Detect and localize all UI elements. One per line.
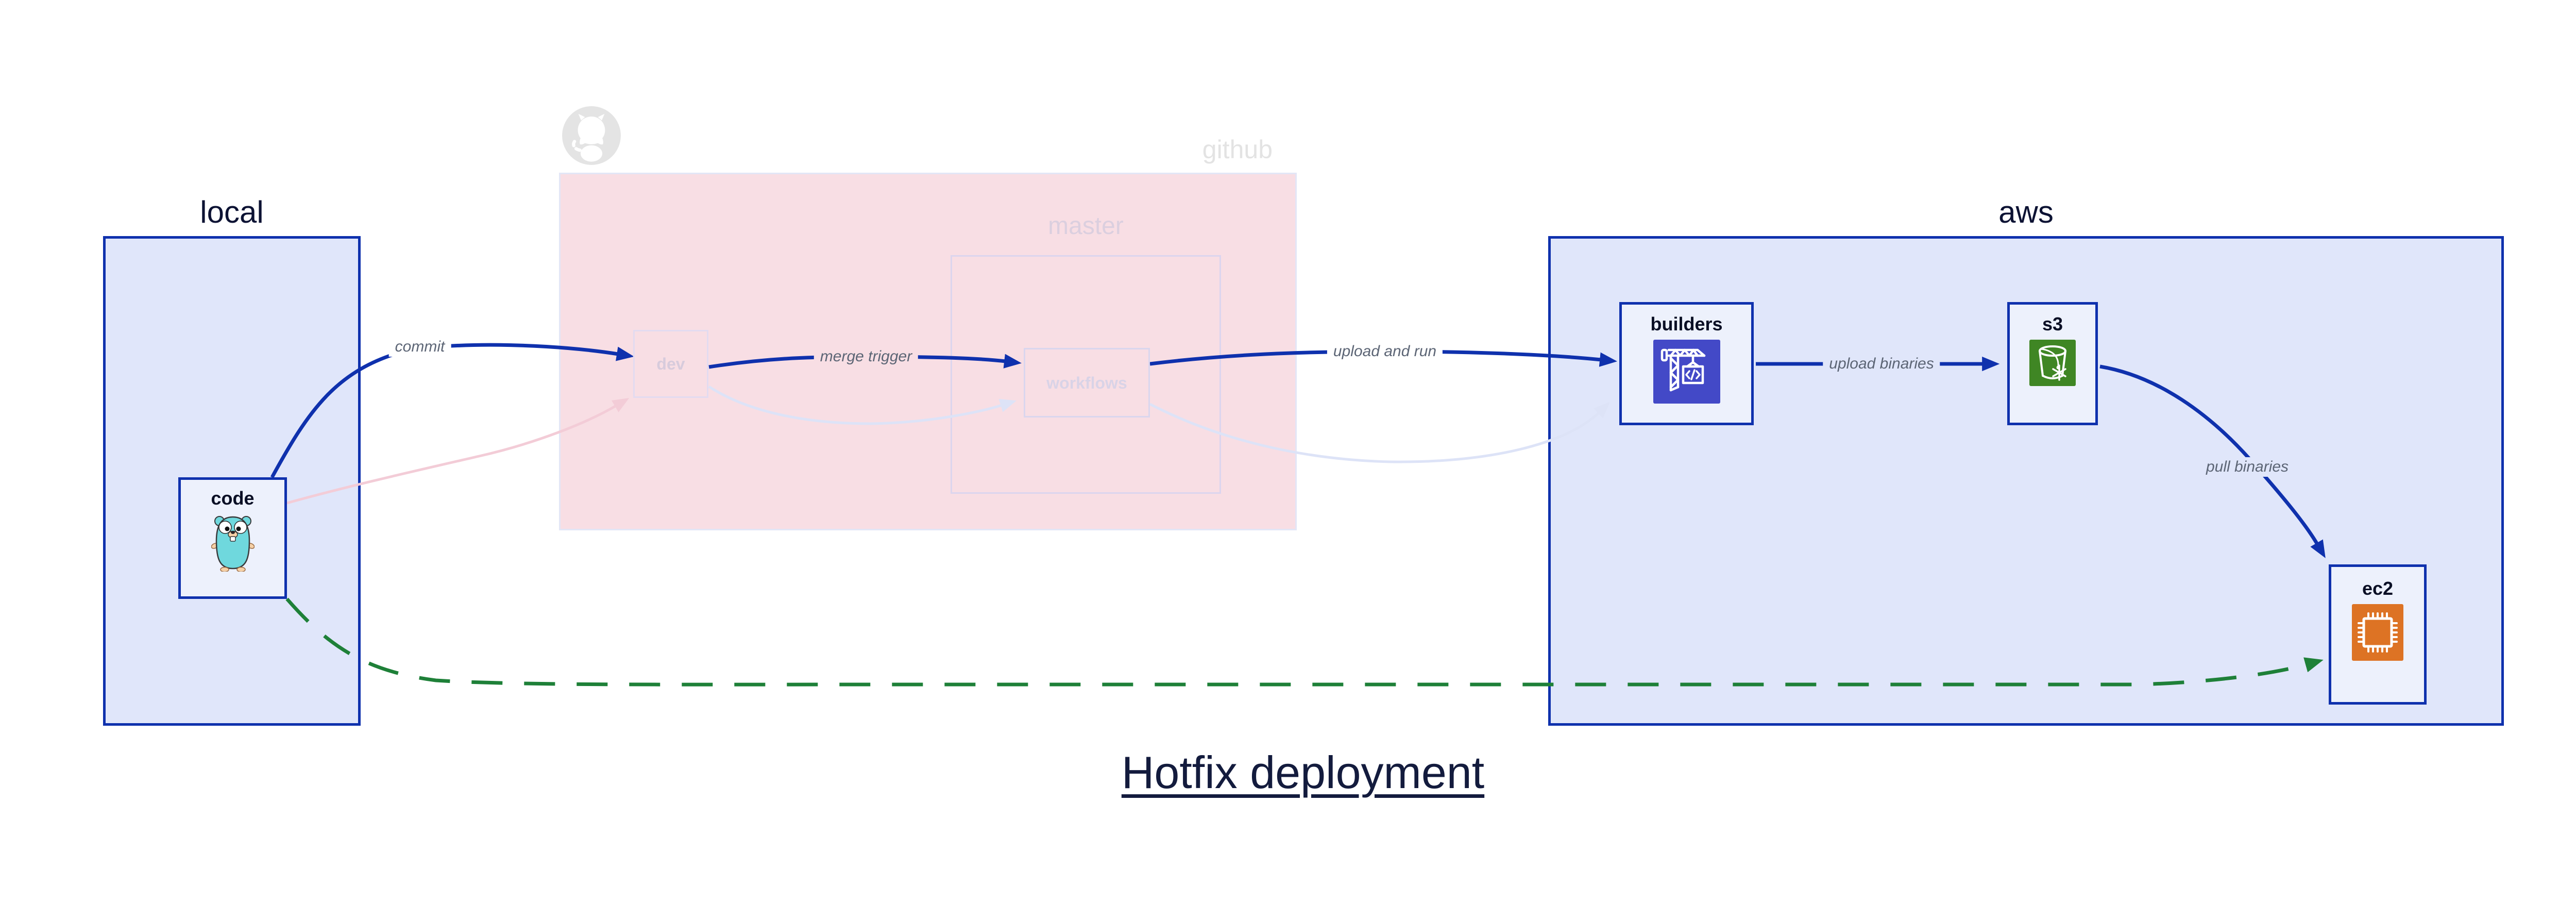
edge-label-pull-binaries: pull binaries — [2199, 457, 2295, 477]
edge-label-upload-binaries: upload binaries — [1823, 354, 1940, 374]
edge-faded-dev-workflows — [708, 385, 1017, 425]
node-ec2-label: ec2 — [2362, 578, 2394, 599]
edge-pull-binaries — [2099, 364, 2326, 558]
edge-faded-workflows-builders — [1149, 402, 1611, 463]
edge-commit — [270, 343, 634, 478]
codebuild-crane-icon — [1653, 340, 1720, 404]
node-builders-label: builders — [1650, 313, 1723, 335]
edge-hotfix-dashed — [285, 597, 2324, 687]
edge-label-upload-and-run: upload and run — [1327, 342, 1443, 361]
github-octocat-icon — [562, 106, 621, 165]
node-workflows-label: workflows — [1046, 373, 1127, 392]
node-s3-label: s3 — [2042, 313, 2063, 335]
node-code-label: code — [211, 488, 255, 509]
node-builders: builders — [1619, 302, 1754, 425]
edge-label-commit: commit — [388, 337, 451, 357]
group-github — [559, 173, 1297, 530]
edge-label-merge-trigger: merge trigger — [814, 347, 919, 366]
node-workflows: workflows — [1024, 348, 1150, 417]
page-title-text: Hotfix deployment — [1121, 747, 1485, 798]
group-master — [951, 255, 1221, 494]
edge-faded-code-dev — [286, 398, 630, 505]
page-title: Hotfix deployment — [1097, 746, 1509, 799]
node-ec2: ec2 — [2329, 564, 2427, 705]
group-label-aws: aws — [1998, 195, 2054, 229]
node-dev-label: dev — [656, 355, 685, 373]
ec2-chip-icon — [2352, 604, 2403, 661]
node-code: code — [178, 477, 287, 599]
group-label-github: github — [1202, 135, 1273, 164]
group-label-local: local — [200, 195, 264, 229]
node-s3: s3 — [2007, 302, 2098, 425]
go-gopher-icon — [211, 516, 255, 572]
group-label-master: master — [1048, 212, 1124, 240]
s3-glacier-bucket-icon — [2029, 340, 2076, 386]
node-dev: dev — [633, 330, 708, 398]
